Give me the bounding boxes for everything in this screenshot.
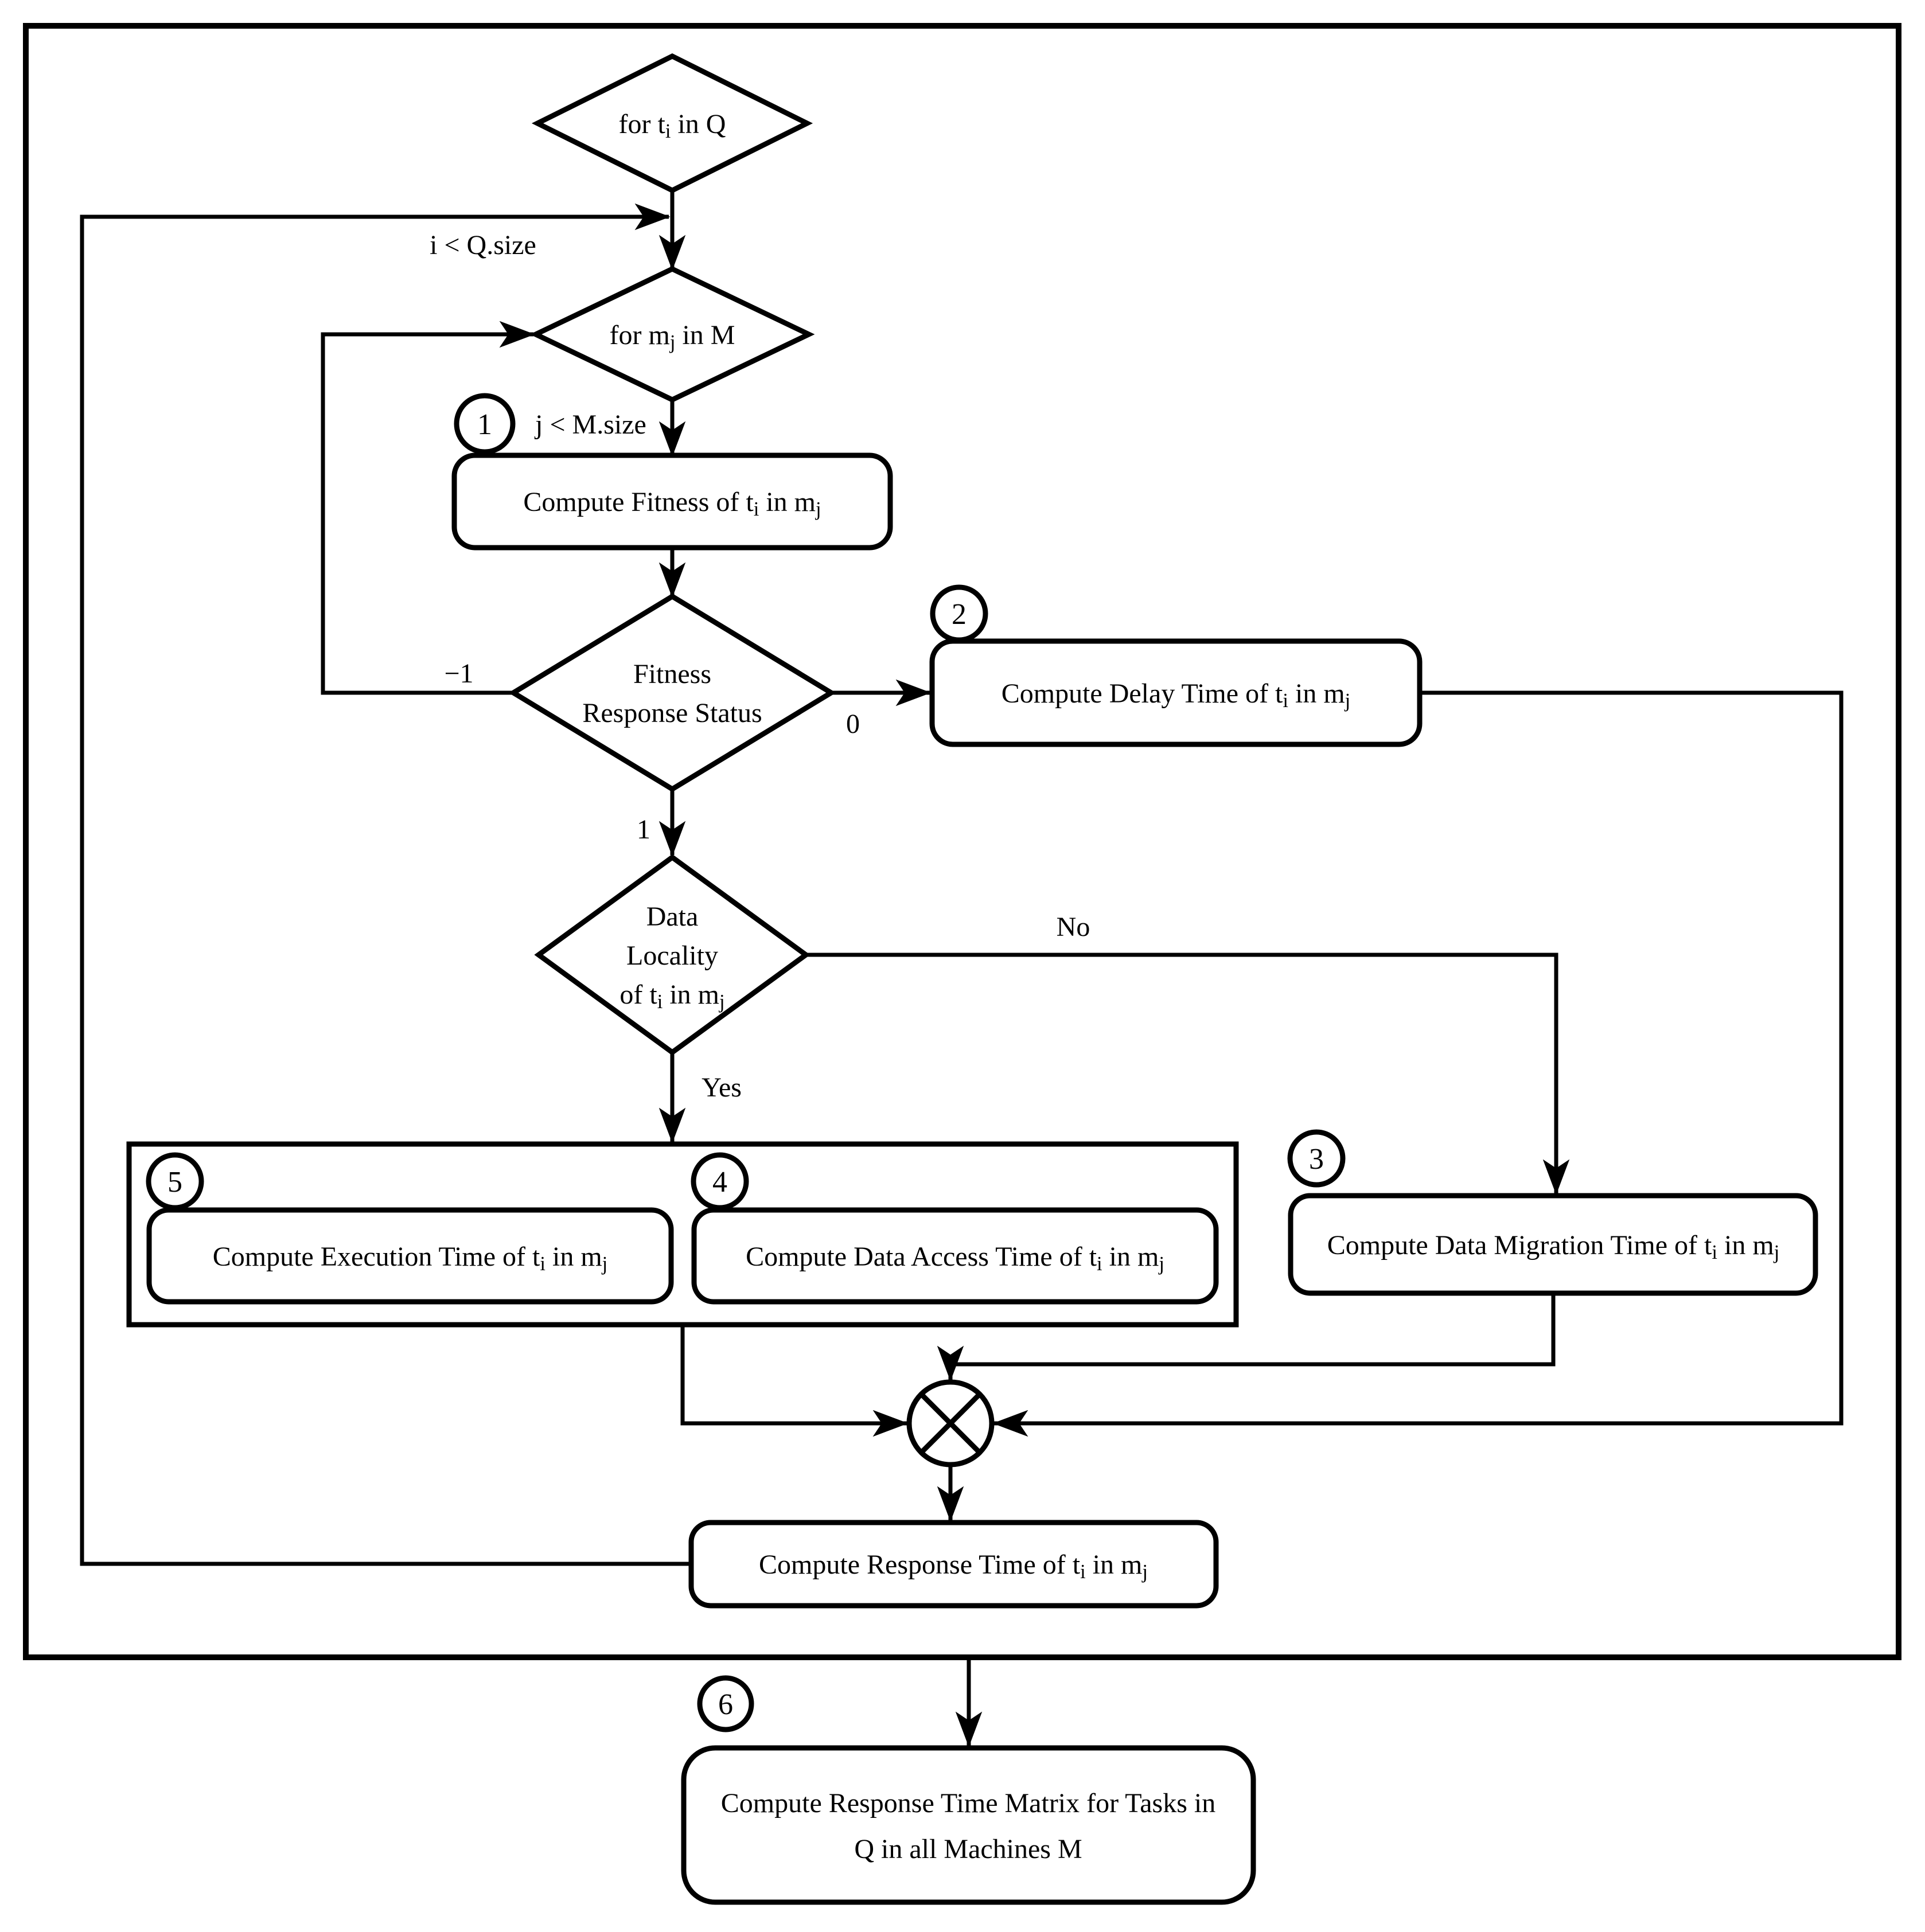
compute-fitness-label: Compute Fitness of ti in mj [523, 487, 821, 520]
step-badge-6 [697, 1675, 754, 1732]
edge-label-no: No [1057, 912, 1090, 942]
step-badge-6-label: 6 [718, 1688, 733, 1721]
compute-matrix-box [681, 1745, 1256, 1905]
step-badge-1-label: 1 [477, 408, 492, 441]
step-badge-5-label: 5 [167, 1166, 182, 1199]
fitness-status-diamond [508, 593, 836, 793]
edge-group-to-merge [680, 1325, 909, 1437]
fitness-status-label-line2: Response Status [582, 698, 762, 728]
edge-locality-no-to-migration [806, 953, 1570, 1195]
compute-matrix-label-line1: Compute Response Time Matrix for Tasks i… [721, 1788, 1215, 1818]
edge-label-zero: 0 [846, 709, 860, 739]
compute-delay-box [929, 638, 1423, 747]
fitness-status-label-line1: Fitness [633, 659, 711, 689]
merge-junction-node [906, 1379, 995, 1467]
data-locality-label-line2: Locality [626, 940, 718, 971]
compute-data-access-box [691, 1207, 1219, 1305]
machine-loop-diamond [529, 266, 815, 403]
edge-label-j-lt-msize: j < M.size [534, 409, 646, 440]
compute-fitness-box [451, 452, 893, 551]
data-locality-label-line3: of ti in mj [619, 979, 724, 1013]
machine-loop-label: for mj in M [610, 320, 735, 353]
compute-migration-box [1288, 1193, 1818, 1296]
compute-migration-label: Compute Data Migration Time of ti in mj [1327, 1230, 1780, 1263]
compute-response-label: Compute Response Time of ti in mj [759, 1549, 1148, 1583]
outer-loop-border [23, 23, 1901, 1660]
compute-delay-label: Compute Delay Time of ti in mj [1002, 678, 1351, 712]
edge-delay-to-merge [992, 690, 1844, 1437]
edge-qsize-loopback [80, 203, 691, 1566]
compute-matrix-label-line2: Q in all Machines M [854, 1834, 1082, 1864]
task-loop-diamond [531, 53, 813, 194]
compute-execution-box [146, 1207, 674, 1305]
edge-label-minus-one: −1 [444, 658, 473, 689]
compute-response-box [688, 1520, 1219, 1609]
step-badge-3 [1287, 1129, 1346, 1188]
data-locality-diamond [534, 854, 810, 1056]
step-badge-4-label: 4 [712, 1166, 727, 1199]
step-badge-1 [454, 393, 516, 455]
edge-label-one: 1 [637, 814, 650, 845]
edge-label-i-lt-qsize: i < Q.size [430, 230, 536, 260]
step-badge-3-label: 3 [1309, 1143, 1324, 1176]
compute-execution-label: Compute Execution Time of ti in mj [213, 1242, 608, 1275]
task-loop-label: for ti in Q [619, 109, 726, 142]
compute-data-access-label: Compute Data Access Time of ti in mj [746, 1242, 1164, 1275]
edge-migration-to-merge [937, 1293, 1556, 1381]
edge-label-yes: Yes [702, 1072, 742, 1103]
edge-status-minus1-loopback [321, 321, 535, 695]
step-badge-2-label: 2 [952, 598, 967, 631]
data-locality-label-line1: Data [646, 901, 699, 932]
